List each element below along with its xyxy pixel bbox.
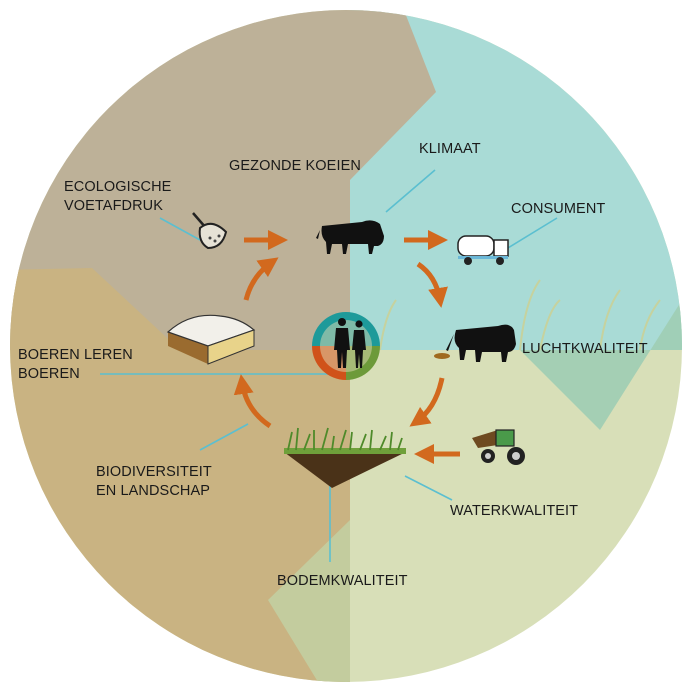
- label-ecologische-voetafdruk: ECOLOGISCHE VOETAFDRUK: [64, 179, 172, 214]
- leader-consument: [507, 217, 558, 249]
- leader-biodiversiteit: [199, 423, 249, 451]
- leader-voetafdruk: [159, 217, 201, 241]
- grass-soil-icon: [284, 427, 406, 488]
- arrow-air-to-soil: [409, 377, 445, 427]
- label-gezonde-koeien: GEZONDE KOEIEN: [229, 158, 361, 174]
- bg-arrow-left: [10, 268, 180, 350]
- arrow-cow-to-air: [416, 261, 448, 308]
- label-luchtkwaliteit: LUCHTKWALITEIT: [522, 341, 648, 357]
- label-bodemkwaliteit: BODEMKWALITEIT: [277, 573, 408, 589]
- farmers-icon: [312, 312, 380, 380]
- bg-arrow-top: [350, 10, 436, 180]
- label-waterkwaliteit: WATERKWALITEIT: [450, 503, 579, 519]
- cow-icon: [316, 220, 384, 254]
- cheese-icon: [166, 314, 256, 365]
- cow-with-manure-icon: [434, 324, 516, 362]
- bg-arrow-right: [520, 300, 682, 430]
- leader-lines: [100, 169, 558, 562]
- milk-truck-icon: [457, 235, 509, 265]
- feed-scoop-icon: [192, 212, 228, 250]
- cycle-arrows: [233, 230, 460, 464]
- label-boeren-leren-boeren: BOEREN LEREN BOEREN: [18, 347, 133, 382]
- bg-grass: [379, 279, 661, 351]
- leader-waterkwaliteit: [404, 475, 453, 501]
- leader-klimaat: [385, 169, 436, 213]
- label-klimaat: KLIMAAT: [419, 141, 481, 157]
- label-biodiversiteit-en-landschap: BIODIVERSITEIT EN LANDSCHAP: [96, 464, 212, 499]
- arrow-soil-to-cheese: [233, 374, 272, 429]
- label-consument: CONSUMENT: [511, 201, 606, 217]
- manure-tractor-icon: [472, 429, 525, 465]
- arrow-cheese-to-cow: [243, 257, 279, 301]
